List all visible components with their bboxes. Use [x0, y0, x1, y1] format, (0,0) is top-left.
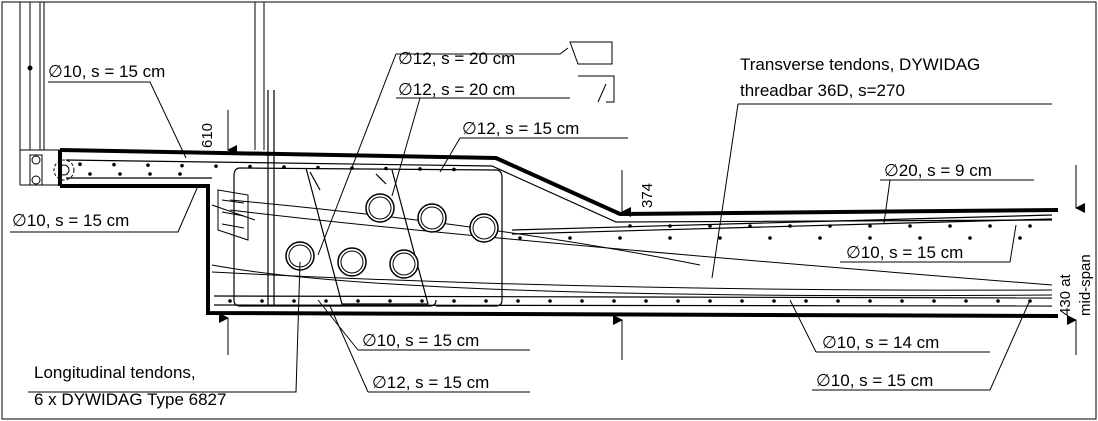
rebar-dot: [148, 172, 152, 176]
rebar-dot: [718, 236, 722, 240]
rebar-dot: [388, 299, 392, 303]
rebar-dot: [644, 299, 648, 303]
rebar-dot: [740, 299, 744, 303]
rebar-dot: [324, 299, 328, 303]
rebar-dot: [452, 299, 456, 303]
rebar-dot: [228, 299, 232, 303]
dimension-374: 374: [639, 183, 656, 208]
rebar-dots: [78, 162, 1032, 303]
bottom-reinforcement: [213, 295, 1053, 307]
rebar-dot: [548, 299, 552, 303]
rebar-dot: [516, 299, 520, 303]
rebar-dot: [772, 299, 776, 303]
label-phi20-s9: ∅20, s = 9 cm: [884, 161, 992, 180]
dimension-arrows: [219, 110, 1085, 360]
rebar-dot: [180, 163, 184, 168]
stirrup-cage: [233, 167, 503, 307]
rebar-dot: [78, 162, 82, 166]
rebar-dot: [868, 299, 872, 303]
dimension-610: 610: [199, 123, 216, 148]
rebar-dot: [676, 299, 680, 303]
label-phi10-s15-mid: ∅10, s = 15 cm: [12, 211, 129, 230]
rebar-dot: [818, 236, 822, 240]
rebar-dot: [788, 224, 792, 228]
rebar-dot: [178, 172, 182, 176]
dimension-430-line1: 430 at: [1057, 273, 1074, 316]
rebar-dot: [146, 163, 150, 167]
rebar-dot: [948, 224, 952, 228]
rebar-dot: [568, 236, 572, 240]
rebar-dot: [708, 299, 712, 303]
label-phi10-s15-bottom-right: ∅10, s = 15 cm: [816, 371, 933, 390]
rebar-dot: [518, 236, 522, 240]
label-phi12-s15-bottom: ∅12, s = 15 cm: [372, 373, 489, 392]
rebar-dot: [964, 299, 968, 303]
rebar-dot: [356, 299, 360, 303]
rebar-dot: [214, 164, 218, 168]
rebar-dot: [112, 162, 116, 167]
rebar-dot: [282, 165, 286, 169]
rebar-dot: [908, 224, 912, 228]
rebar-dot: [292, 299, 296, 303]
tendon-profiles: [211, 199, 1053, 297]
rebar-dot: [260, 299, 264, 303]
rebar-dot: [828, 224, 832, 228]
rebar-dot: [932, 299, 936, 303]
leader-lines: [10, 47, 1052, 393]
deck-outline: [58, 148, 1059, 318]
rebar-dot: [118, 172, 122, 176]
rebar-dot: [618, 236, 622, 240]
rebar-dot: [900, 299, 904, 303]
label-longitudinal-line1: Longitudinal tendons,: [34, 363, 196, 382]
rebar-dot: [580, 299, 584, 303]
label-phi10-s14: ∅10, s = 14 cm: [822, 333, 939, 352]
rebar-dot: [612, 299, 616, 303]
rebar-dot: [1028, 224, 1032, 228]
rebar-dot: [452, 167, 456, 172]
hook-shape-icon: [578, 75, 615, 103]
web-wall: [19, 2, 265, 186]
label-transverse-line2: threadbar 36D, s=270: [740, 81, 905, 100]
rebar-dot: [748, 224, 752, 228]
rebar-dot: [988, 224, 992, 228]
rebar-dot: [420, 299, 424, 303]
rebar-dot: [668, 236, 672, 240]
rebar-dot: [418, 167, 422, 171]
anchorage-plate: [29, 154, 75, 186]
rebar-dot: [708, 224, 712, 228]
rebar-dot: [88, 172, 92, 176]
web-anchor-zone: [217, 189, 249, 241]
label-longitudinal-line2: 6 x DYWIDAG Type 6827: [34, 390, 226, 409]
dimension-430-line2: mid-span: [1077, 254, 1094, 316]
rebar-dot: [484, 299, 488, 303]
label-phi10-s15-right: ∅10, s = 15 cm: [846, 243, 963, 262]
rebar-dot: [668, 224, 672, 228]
rebar-dot: [868, 236, 872, 240]
rebar-dot: [628, 224, 632, 228]
label-phi10-s15-top: ∅10, s = 15 cm: [48, 62, 165, 81]
rebar-dot: [316, 165, 320, 170]
rebar-dot: [996, 299, 1000, 303]
stirrup-shape-icon: [569, 41, 613, 65]
rebar-dot: [968, 236, 972, 240]
label-phi12-s20-b: ∅12, s = 20 cm: [398, 80, 515, 99]
rebar-dot: [1018, 236, 1022, 240]
tendon-ducts: [285, 193, 499, 279]
rebar-dot: [768, 236, 772, 240]
rebar-dot: [384, 166, 388, 171]
rebar-dot: [918, 236, 922, 240]
label-transverse-line1: Transverse tendons, DYWIDAG: [740, 55, 980, 74]
label-phi12-s15-top: ∅12, s = 15 cm: [462, 119, 579, 138]
rebar-dot: [868, 224, 872, 228]
rebar-dot: [836, 299, 840, 303]
rebar-dot: [248, 164, 252, 169]
slab-bars: [511, 214, 1053, 235]
label-phi10-s15-bottom: ∅10, s = 15 cm: [362, 331, 479, 350]
rebar-dot: [804, 299, 808, 303]
label-phi12-s20-a: ∅12, s = 20 cm: [398, 49, 515, 68]
